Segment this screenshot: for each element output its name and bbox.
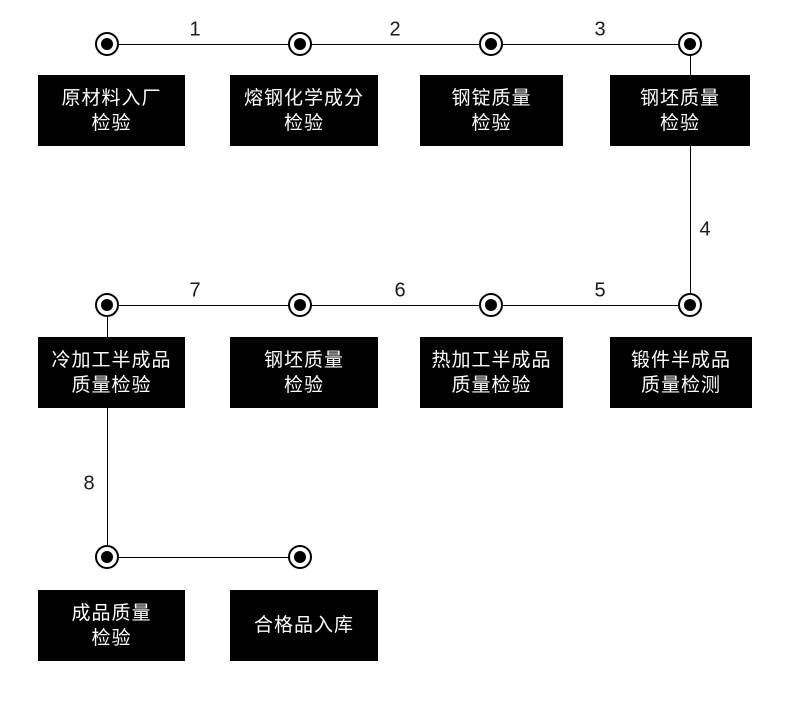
connector-label-4: 4	[699, 218, 711, 241]
box-label-line: 合格品入库	[253, 615, 354, 636]
box-label-line: 锻件半成品	[630, 349, 731, 371]
box-label-line: 检验	[91, 627, 132, 649]
connector-node-middle-2	[288, 293, 312, 317]
box-label-line: 质量检验	[71, 374, 152, 396]
box-steel-billet-quality-inspection-top: 钢坯质量 检验	[610, 75, 750, 146]
box-label-line: 熔钢化学成分	[243, 87, 364, 109]
box-qualified-product-warehousing: 合格品入库	[230, 590, 378, 661]
node-core-icon	[485, 38, 497, 50]
connector-node-middle-1	[95, 293, 119, 317]
connector-node-top-3	[479, 32, 503, 56]
node-core-icon	[294, 299, 306, 311]
box-forging-semifinished-quality-testing: 锻件半成品 质量检测	[610, 337, 752, 408]
connector-label-5: 5	[594, 279, 606, 302]
box-label-line: 检验	[471, 112, 512, 134]
node-core-icon	[485, 299, 497, 311]
connector-node-bottom-1	[95, 545, 119, 569]
box-steel-ingot-quality-inspection: 钢锭质量 检验	[420, 75, 563, 146]
node-core-icon	[294, 38, 306, 50]
box-label-line: 热加工半成品	[431, 349, 552, 371]
node-core-icon	[101, 299, 113, 311]
box-steel-billet-quality-inspection-middle: 钢坯质量 检验	[230, 337, 378, 408]
node-core-icon	[101, 38, 113, 50]
box-label-line: 原材料入厂	[61, 87, 162, 109]
box-label-line: 检验	[659, 112, 700, 134]
connector-label-3: 3	[594, 18, 606, 41]
connector-node-top-2	[288, 32, 312, 56]
connector-label-1: 1	[189, 18, 201, 41]
connector-line-middle-row	[107, 305, 690, 306]
connector-node-bottom-2	[288, 545, 312, 569]
box-label-line: 冷加工半成品	[51, 349, 172, 371]
connector-node-top-4	[678, 32, 702, 56]
connector-label-6: 6	[394, 279, 406, 302]
box-label-line: 检验	[283, 374, 324, 396]
box-molten-steel-chemical-composition-inspection: 熔钢化学成分 检验	[230, 75, 378, 146]
connector-label-2: 2	[389, 18, 401, 41]
box-label-line: 钢锭质量	[451, 87, 532, 109]
box-finished-product-quality-inspection: 成品质量 检验	[38, 590, 185, 661]
connector-node-middle-3	[479, 293, 503, 317]
box-label-line: 质量检测	[640, 374, 721, 396]
box-raw-material-entry-inspection: 原材料入厂 检验	[38, 75, 185, 146]
connector-line-top-row	[107, 44, 690, 45]
box-label-line: 检验	[283, 112, 324, 134]
connector-node-middle-4	[678, 293, 702, 317]
box-label-line: 质量检验	[451, 374, 532, 396]
connector-label-7: 7	[189, 279, 201, 302]
box-label-line: 成品质量	[71, 602, 152, 624]
node-core-icon	[101, 551, 113, 563]
box-label-line: 钢坯质量	[639, 87, 720, 109]
box-cold-working-semifinished-quality-inspection: 冷加工半成品 质量检验	[38, 337, 185, 408]
box-label-line: 检验	[91, 112, 132, 134]
connector-line-left-vertical	[107, 305, 108, 557]
connector-label-8: 8	[83, 472, 95, 495]
connector-line-bottom-row	[107, 557, 300, 558]
box-hot-working-semifinished-quality-inspection: 热加工半成品 质量检验	[420, 337, 563, 408]
node-core-icon	[684, 38, 696, 50]
node-core-icon	[684, 299, 696, 311]
box-label-line: 钢坯质量	[263, 349, 344, 371]
node-core-icon	[294, 551, 306, 563]
connector-line-right-vertical	[690, 44, 691, 305]
connector-node-top-1	[95, 32, 119, 56]
